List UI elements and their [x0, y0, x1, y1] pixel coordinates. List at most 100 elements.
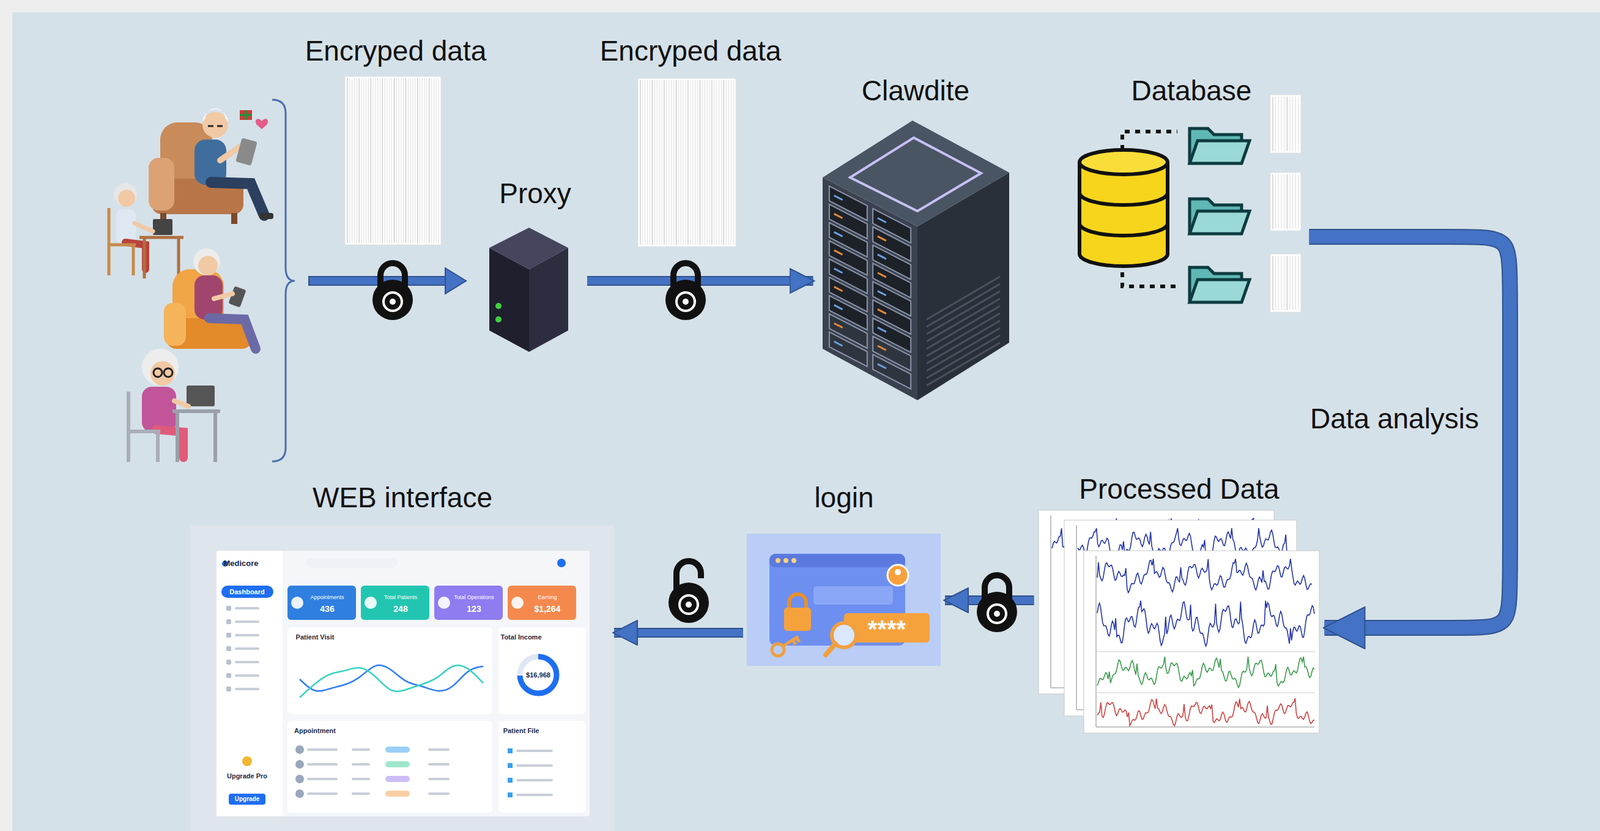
document-line	[370, 78, 372, 243]
menu-item	[234, 606, 260, 610]
padlock-keyhole	[993, 610, 1000, 617]
income-donut-track	[519, 656, 557, 693]
document-line	[1272, 255, 1274, 311]
data-trace	[1097, 656, 1315, 687]
table-cell	[351, 748, 371, 751]
document-line	[699, 80, 701, 245]
user-figure-part	[148, 157, 175, 211]
diagram-node: Clawdite	[813, 74, 1019, 404]
file-icon	[507, 792, 513, 797]
user-figure-part	[214, 293, 233, 299]
file-name	[516, 778, 553, 782]
rack-vent	[926, 342, 1000, 386]
rack-led	[834, 322, 843, 328]
database-icon	[1079, 128, 1250, 303]
rack-led	[877, 236, 887, 241]
rack-led	[877, 345, 887, 350]
magnifier-handle	[825, 643, 836, 655]
menu-item	[234, 633, 260, 637]
visit-card	[287, 626, 493, 714]
menu-icon	[226, 672, 232, 678]
document-line	[1286, 174, 1288, 229]
stat-card	[434, 585, 503, 620]
node-heading: Clawdite	[861, 74, 970, 108]
profile-avatar	[557, 558, 566, 567]
dashboard-text: Patient File	[503, 726, 540, 735]
padlock-body	[976, 591, 1018, 632]
key-shaft	[782, 636, 800, 646]
proxy-server-icon	[489, 227, 569, 352]
user-figure-part	[141, 386, 177, 432]
document-line	[405, 78, 407, 243]
node-heading: login	[814, 481, 874, 514]
table-cell	[351, 792, 371, 795]
document-line	[410, 78, 412, 243]
document-line	[725, 80, 727, 245]
document-line	[685, 80, 687, 245]
document-line	[1278, 96, 1279, 152]
user-figure-part	[152, 218, 173, 235]
document-line	[711, 80, 712, 245]
dashboard-screenshot	[190, 525, 615, 831]
document-line	[384, 78, 386, 243]
document-line	[640, 80, 641, 245]
document-line	[1298, 96, 1300, 152]
rack-led	[834, 231, 843, 237]
folder-front	[1189, 140, 1250, 164]
user-figure-part	[235, 137, 257, 166]
clawdite-server-icon	[822, 120, 1010, 400]
document-line	[359, 78, 360, 243]
document-line	[692, 80, 693, 245]
table-cell	[428, 748, 450, 751]
stat-card	[360, 585, 430, 620]
document-line	[713, 80, 715, 245]
document-line	[1275, 255, 1276, 311]
padlock-keyhole	[682, 298, 689, 305]
database-cylinder	[1079, 162, 1168, 267]
rack-led	[834, 341, 843, 346]
rack-led	[877, 272, 887, 278]
table-cell	[307, 777, 338, 780]
appointment-card	[287, 720, 493, 813]
encrypted-arrowhead	[445, 267, 467, 294]
padlock-body	[668, 582, 709, 623]
dashboard-screen	[216, 550, 590, 816]
document-line	[704, 80, 706, 245]
document-line	[1278, 255, 1279, 311]
user-figure-part	[209, 318, 256, 349]
menu-item	[234, 620, 260, 623]
document-line	[702, 80, 703, 245]
document-sheet	[1270, 172, 1301, 231]
menu-icon	[226, 632, 232, 638]
menu-icon	[226, 645, 232, 651]
menu-item	[234, 660, 260, 663]
stat-card	[507, 585, 577, 620]
rack-led	[834, 213, 843, 218]
chart-axis	[1096, 555, 1315, 727]
diagram-node: login	[743, 481, 945, 670]
server-led	[495, 316, 502, 323]
document-line	[675, 80, 677, 245]
unlocked-padlock	[668, 560, 709, 623]
server-top	[489, 227, 569, 270]
rack-led	[834, 250, 843, 255]
document-line	[687, 80, 689, 245]
document-line	[412, 78, 413, 243]
document-line	[649, 80, 651, 245]
document-line	[728, 80, 730, 245]
user-figure-part	[141, 348, 179, 386]
user-figure-part	[134, 223, 153, 232]
document-line	[349, 78, 350, 243]
document-line	[373, 78, 374, 243]
dashboard-text: Earning	[537, 593, 557, 600]
node-heading: Proxy	[499, 177, 572, 210]
document-line	[721, 80, 722, 245]
user-figure-part	[113, 182, 138, 207]
stat-icon	[511, 596, 524, 609]
rack-top	[822, 120, 1010, 227]
browser-dot	[791, 557, 797, 563]
document-line	[1286, 255, 1288, 311]
dashboard-text: Dashboard	[229, 587, 265, 596]
dashboard-text: $1,264	[534, 603, 561, 614]
encrypted-document	[344, 76, 441, 245]
